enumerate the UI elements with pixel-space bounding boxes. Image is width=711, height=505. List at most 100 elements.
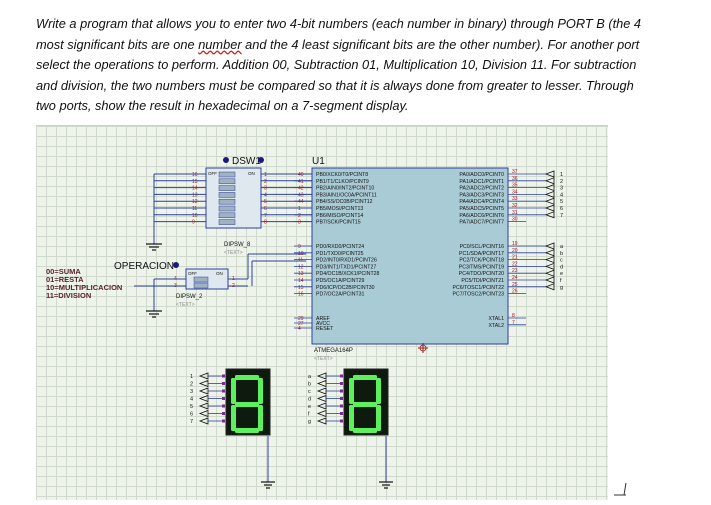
- dsw2-off-label: OFF: [188, 271, 197, 276]
- dsw1-switch-6[interactable]: [218, 205, 236, 212]
- question-line-2: most significant bits are one number and…: [36, 35, 676, 56]
- port-c-terminal-label-0: a: [560, 244, 564, 250]
- display-1-input-pin-5: [222, 412, 225, 415]
- spellcheck-word[interactable]: number: [198, 36, 242, 52]
- mcu-pin-num-left_pins_d-1: 10: [298, 251, 304, 257]
- display-2-input-label-3: d: [308, 397, 311, 403]
- dsw1-switch-8[interactable]: [218, 219, 236, 225]
- display-1-input-arrow-1: [198, 379, 209, 388]
- display-1-input-pin-6: [222, 419, 225, 423]
- mcu-pin-name-right_pins_c-0: PC0/SCL/PCINT16: [460, 244, 505, 250]
- display-2-input-pin-4: [340, 404, 343, 408]
- display-2-input-arrow-0: [316, 372, 327, 380]
- mcu-pin-name-right_pins_c-1: PC1/SDA/PCINT17: [459, 251, 504, 257]
- dsw1-switch-1[interactable]: [218, 171, 236, 178]
- port-a-terminal-label-5: 6: [560, 206, 563, 212]
- dsw2-switch-2[interactable]: [193, 282, 209, 289]
- dsw1-on-label: ON: [248, 171, 255, 176]
- mcu-pin-name-right_pins_c-5: PC5/TDI/PCINT21: [461, 278, 504, 284]
- port-c-terminal-label-3: d: [560, 264, 563, 270]
- port-a-terminal-label-2: 3: [560, 186, 563, 192]
- dsw1-switch-7[interactable]: [218, 212, 236, 219]
- port-a-terminal-arrow-4: [544, 197, 555, 205]
- mcu-body: [311, 167, 509, 345]
- mcu-pin-num-right_pins_xtal-0: 8: [512, 313, 515, 319]
- mcu-ref: U1: [312, 156, 325, 167]
- dsw1-common-wire: [146, 174, 162, 251]
- mcu-pin-name-right_pins_a-0: PA0/ADC0/PCINT0: [459, 172, 504, 178]
- display-2-input-pin-3: [340, 397, 343, 400]
- dsw2-ref-dot: [173, 262, 179, 268]
- mcu-pin-num-left_pins_b-0: 40: [298, 172, 304, 178]
- port-a-terminal-arrow-6: [544, 211, 555, 219]
- dsw1-switches[interactable]: [218, 171, 236, 225]
- display-1-input-label-4: 5: [190, 404, 193, 410]
- display-1-segment-a: [235, 375, 259, 380]
- mcu-pin-num-left_pins_d-3: 12: [298, 264, 304, 270]
- legend-division: 11=DIVISION: [46, 291, 91, 300]
- mcu-pin-name-right_pins_c-2: PC2/TCK/PCINT18: [459, 258, 504, 264]
- display-1-input-pin-0: [222, 374, 225, 378]
- display-2-input-label-1: b: [308, 382, 311, 388]
- display-2-input-label-6: g: [308, 419, 311, 425]
- legend-suma: 00=SUMA: [46, 267, 81, 276]
- dsw1-ref-dot: [223, 157, 229, 163]
- dsw1-pin-right-6: 6: [264, 206, 267, 212]
- mcu-pin-num-right_pins_a-4: 33: [512, 196, 518, 202]
- dsw2[interactable]: OPERACION OFF ON 4 3 1 2 DIPSW_2 <TEXT>: [114, 253, 306, 318]
- port-c-terminal-arrow-2: [544, 256, 555, 264]
- mcu-pin-num-left_pins_d-0: 9: [298, 244, 301, 250]
- question-line-1: Write a program that allows you to enter…: [36, 16, 642, 31]
- mcu-pin-num-right_pins_c-5: 24: [512, 275, 518, 281]
- mcu-pin-num-right_pins_a-5: 32: [512, 203, 518, 209]
- mcu-pin-num-right_pins_xtal-1: 7: [512, 320, 515, 326]
- display-2-segment-a: [353, 375, 377, 380]
- display-2-input-arrow-3: [316, 394, 327, 403]
- dsw1-pin-left-6: 11: [192, 206, 197, 212]
- dsw1-switch-4[interactable]: [218, 192, 236, 198]
- mcu-pin-name-left_pins_b-7: PB7/SCK/PCINT15: [316, 220, 361, 226]
- mcu-pin-name-left_pins_misc-0: AREF: [316, 316, 330, 322]
- display-1-input-arrow-3: [198, 394, 209, 403]
- mcu-pin-name-left_pins_b-5: PB5/MOSI/PCINT13: [316, 206, 363, 212]
- dsw1-pin-left-2: 15: [192, 179, 198, 185]
- display-1-input-label-5: 6: [190, 412, 193, 418]
- dsw1-pin-left-1: 16: [192, 172, 198, 178]
- dsw1-pin-right-7: 7: [264, 213, 267, 219]
- mcu-text: <TEXT>: [314, 356, 333, 362]
- dsw2-switch-1[interactable]: [193, 276, 209, 283]
- dsw2-on-label: ON: [216, 271, 223, 276]
- port-c-terminal-label-5: f: [560, 278, 562, 284]
- mcu-pin-name-right_pins_c-4: PC4/TDO/PCINT20: [459, 271, 504, 277]
- display-2-segment-g: [353, 402, 377, 407]
- display-1-input-arrow-4: [198, 402, 209, 410]
- dsw1-pin-right-8: 8: [264, 220, 267, 226]
- dsw1-switch-5[interactable]: [218, 198, 236, 205]
- dsw2-part: DIPSW_2: [176, 294, 203, 300]
- mcu-pin-num-left_pins_b-3: 43: [298, 192, 304, 198]
- mcu-pin-num-left_pins_d-7: 16: [298, 292, 304, 298]
- port-c-terminal-arrow-3: [544, 262, 555, 270]
- dsw1-switch-2[interactable]: [218, 178, 236, 185]
- mcu-pin-name-left_pins_d-1: PD1/TXD0/PCINT25: [316, 251, 364, 257]
- mcu-pin-num-left_pins_b-6: 2: [298, 213, 301, 219]
- mcu-pin-name-left_pins_b-3: PB3/AIN1/OC0A/PCINT11: [316, 192, 377, 198]
- display-2-input-arrow-1: [316, 379, 327, 388]
- mcu-pin-num-left_pins_misc-0: 29: [298, 316, 304, 322]
- display-2-input-pin-6: [340, 419, 343, 423]
- display-1-input-arrow-2: [198, 387, 209, 395]
- mcu-pin-name-left_pins_d-7: PD7/OC2A/PCINT31: [316, 292, 365, 298]
- question-line-3: select the operations to perform. Additi…: [36, 57, 637, 72]
- display-2-segment-f: [349, 378, 354, 404]
- dsw1-switch-3[interactable]: [218, 185, 236, 191]
- display-2-input-label-4: e: [308, 404, 311, 410]
- mcu-pin-name-left_pins_d-2: PD2/INT0/RXD1/PCINT26: [316, 258, 377, 264]
